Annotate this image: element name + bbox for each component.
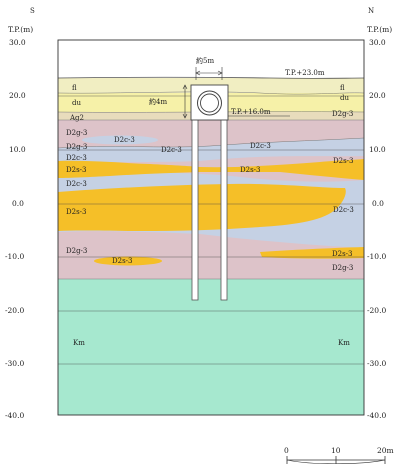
tunnel-ring-outer: [197, 90, 222, 116]
tick-left-0: 0.0: [12, 199, 24, 208]
shaft-pile-left: [191, 117, 199, 301]
tick-right-10: 10.0: [369, 145, 386, 154]
section-frame: [57, 39, 365, 416]
d2s3-main-layer: [58, 183, 346, 231]
d2s3-right-sliver: [260, 247, 364, 259]
label-km-left: Km: [73, 339, 85, 347]
tick-left-m20: -20.0: [5, 306, 24, 315]
tick-left-10: 10.0: [9, 145, 26, 154]
axis-title-left: T.P.(m): [8, 25, 33, 34]
label-d2c3-d-right: D2c-3: [333, 206, 354, 214]
label-du-left: du: [72, 99, 81, 107]
label-du-right: du: [340, 94, 349, 102]
label-d2c3-lens-right: D2c-3: [250, 142, 271, 150]
depth-dimension: [182, 84, 188, 119]
label-d2s3-lens: D2s-3: [112, 257, 132, 265]
tunnel-ring-inner: [200, 93, 219, 113]
tick-left-m40: -40.0: [5, 411, 24, 420]
label-d2s3-a-right: D2s-3: [333, 157, 353, 165]
tick-right-30: 30.0: [369, 38, 386, 47]
label-d2g3-d-right: D2g-3: [332, 264, 353, 272]
shaft-pile-right: [220, 117, 228, 301]
direction-north: N: [368, 7, 374, 15]
d2c3-upper-layer: [58, 138, 364, 164]
right-axis-ticks: 30.0 20.0 10.0 0.0 -10.0 -20.0 -30.0 -40…: [367, 38, 386, 420]
tick-left-30: 30.0: [9, 38, 26, 47]
label-d2s3-b-right: D2s-3: [332, 250, 352, 258]
label-d2c3-c-left: D2c-3: [66, 180, 87, 188]
label-ag2: Ag2: [69, 114, 84, 122]
tick-right-m30: -30.0: [367, 359, 386, 368]
d2s3-small-lens: [94, 256, 162, 266]
scale-tick-20m: 20m: [377, 446, 394, 455]
d2s3-upper-layer: [58, 159, 364, 180]
tick-left-m30: -30.0: [5, 359, 24, 368]
label-fl-right: fl: [340, 84, 345, 92]
tick-right-20: 20.0: [369, 91, 386, 100]
scale-tick-10: 10: [331, 446, 341, 455]
axis-title-right: T.P.(m): [367, 25, 392, 34]
tick-right-m20: -20.0: [367, 306, 386, 315]
label-d2g3-a-left: D2g-3: [66, 129, 87, 137]
label-d2g3-b-left: D2g-3: [66, 143, 87, 151]
tick-right-m40: -40.0: [367, 411, 386, 420]
label-fl-left: fl: [72, 84, 77, 92]
depth-annotation: 約4m: [149, 97, 167, 106]
label-d2s3-a-left: D2s-3: [66, 166, 86, 174]
km-bedrock-layer: [58, 279, 364, 415]
label-d2c3-lens-mid: D2c-3: [161, 146, 182, 154]
d2c3-small-lens: [82, 135, 158, 145]
label-d2s3-a-mid: D2s-3: [240, 166, 260, 174]
width-dimension: [195, 67, 223, 80]
tunnel-level-annotation: T.P.+16.0m: [231, 108, 271, 116]
ground-level-annotation: T.P.+23.0m: [285, 69, 325, 77]
tick-right-m10: -10.0: [367, 252, 386, 261]
width-annotation: 約5m: [196, 56, 214, 65]
label-d2s3-big: D2s-3: [66, 208, 86, 216]
layer-labels: fl fl du du Ag2 D2g-3 D2g-3 D2c-3 D2c-3 …: [66, 84, 354, 347]
tick-left-m10: -10.0: [5, 252, 24, 261]
label-d2g3-a-right: D2g-3: [332, 110, 353, 118]
left-axis-ticks: 30.0 20.0 10.0 0.0 -10.0 -20.0 -30.0 -40…: [5, 38, 26, 420]
tick-right-0: 0.0: [372, 199, 384, 208]
label-d2c3-b-left: D2c-3: [66, 154, 87, 162]
label-km-right: Km: [338, 339, 350, 347]
tick-left-20: 20.0: [9, 91, 26, 100]
scale-tick-0: 0: [284, 446, 289, 455]
label-d2g3-c-left: D2g-3: [66, 247, 87, 255]
scale-bar: 0 10 20m: [284, 446, 394, 465]
direction-south: S: [30, 7, 35, 15]
ground-surface-line: [57, 76, 365, 79]
label-d2c3-lens-left: D2c-3: [114, 136, 135, 144]
